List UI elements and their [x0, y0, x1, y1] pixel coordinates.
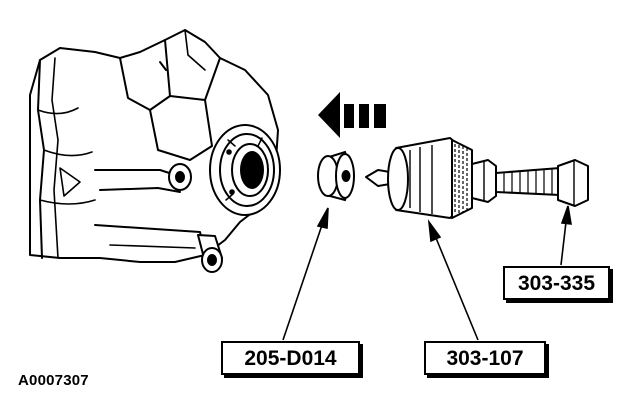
forcing-screw-part: [495, 159, 589, 207]
dashed-left-arrow-icon: [318, 92, 386, 138]
callout-303-107: 303-107: [424, 341, 546, 375]
figure-id: A0007307: [18, 372, 89, 389]
transmission-housing: [29, 29, 281, 273]
callout-205-d014: 205-D014: [221, 341, 360, 375]
remover-part: [365, 137, 497, 219]
leader-lines: [282, 205, 572, 341]
adapter-part: [317, 150, 355, 202]
callout-303-335: 303-335: [503, 266, 610, 300]
